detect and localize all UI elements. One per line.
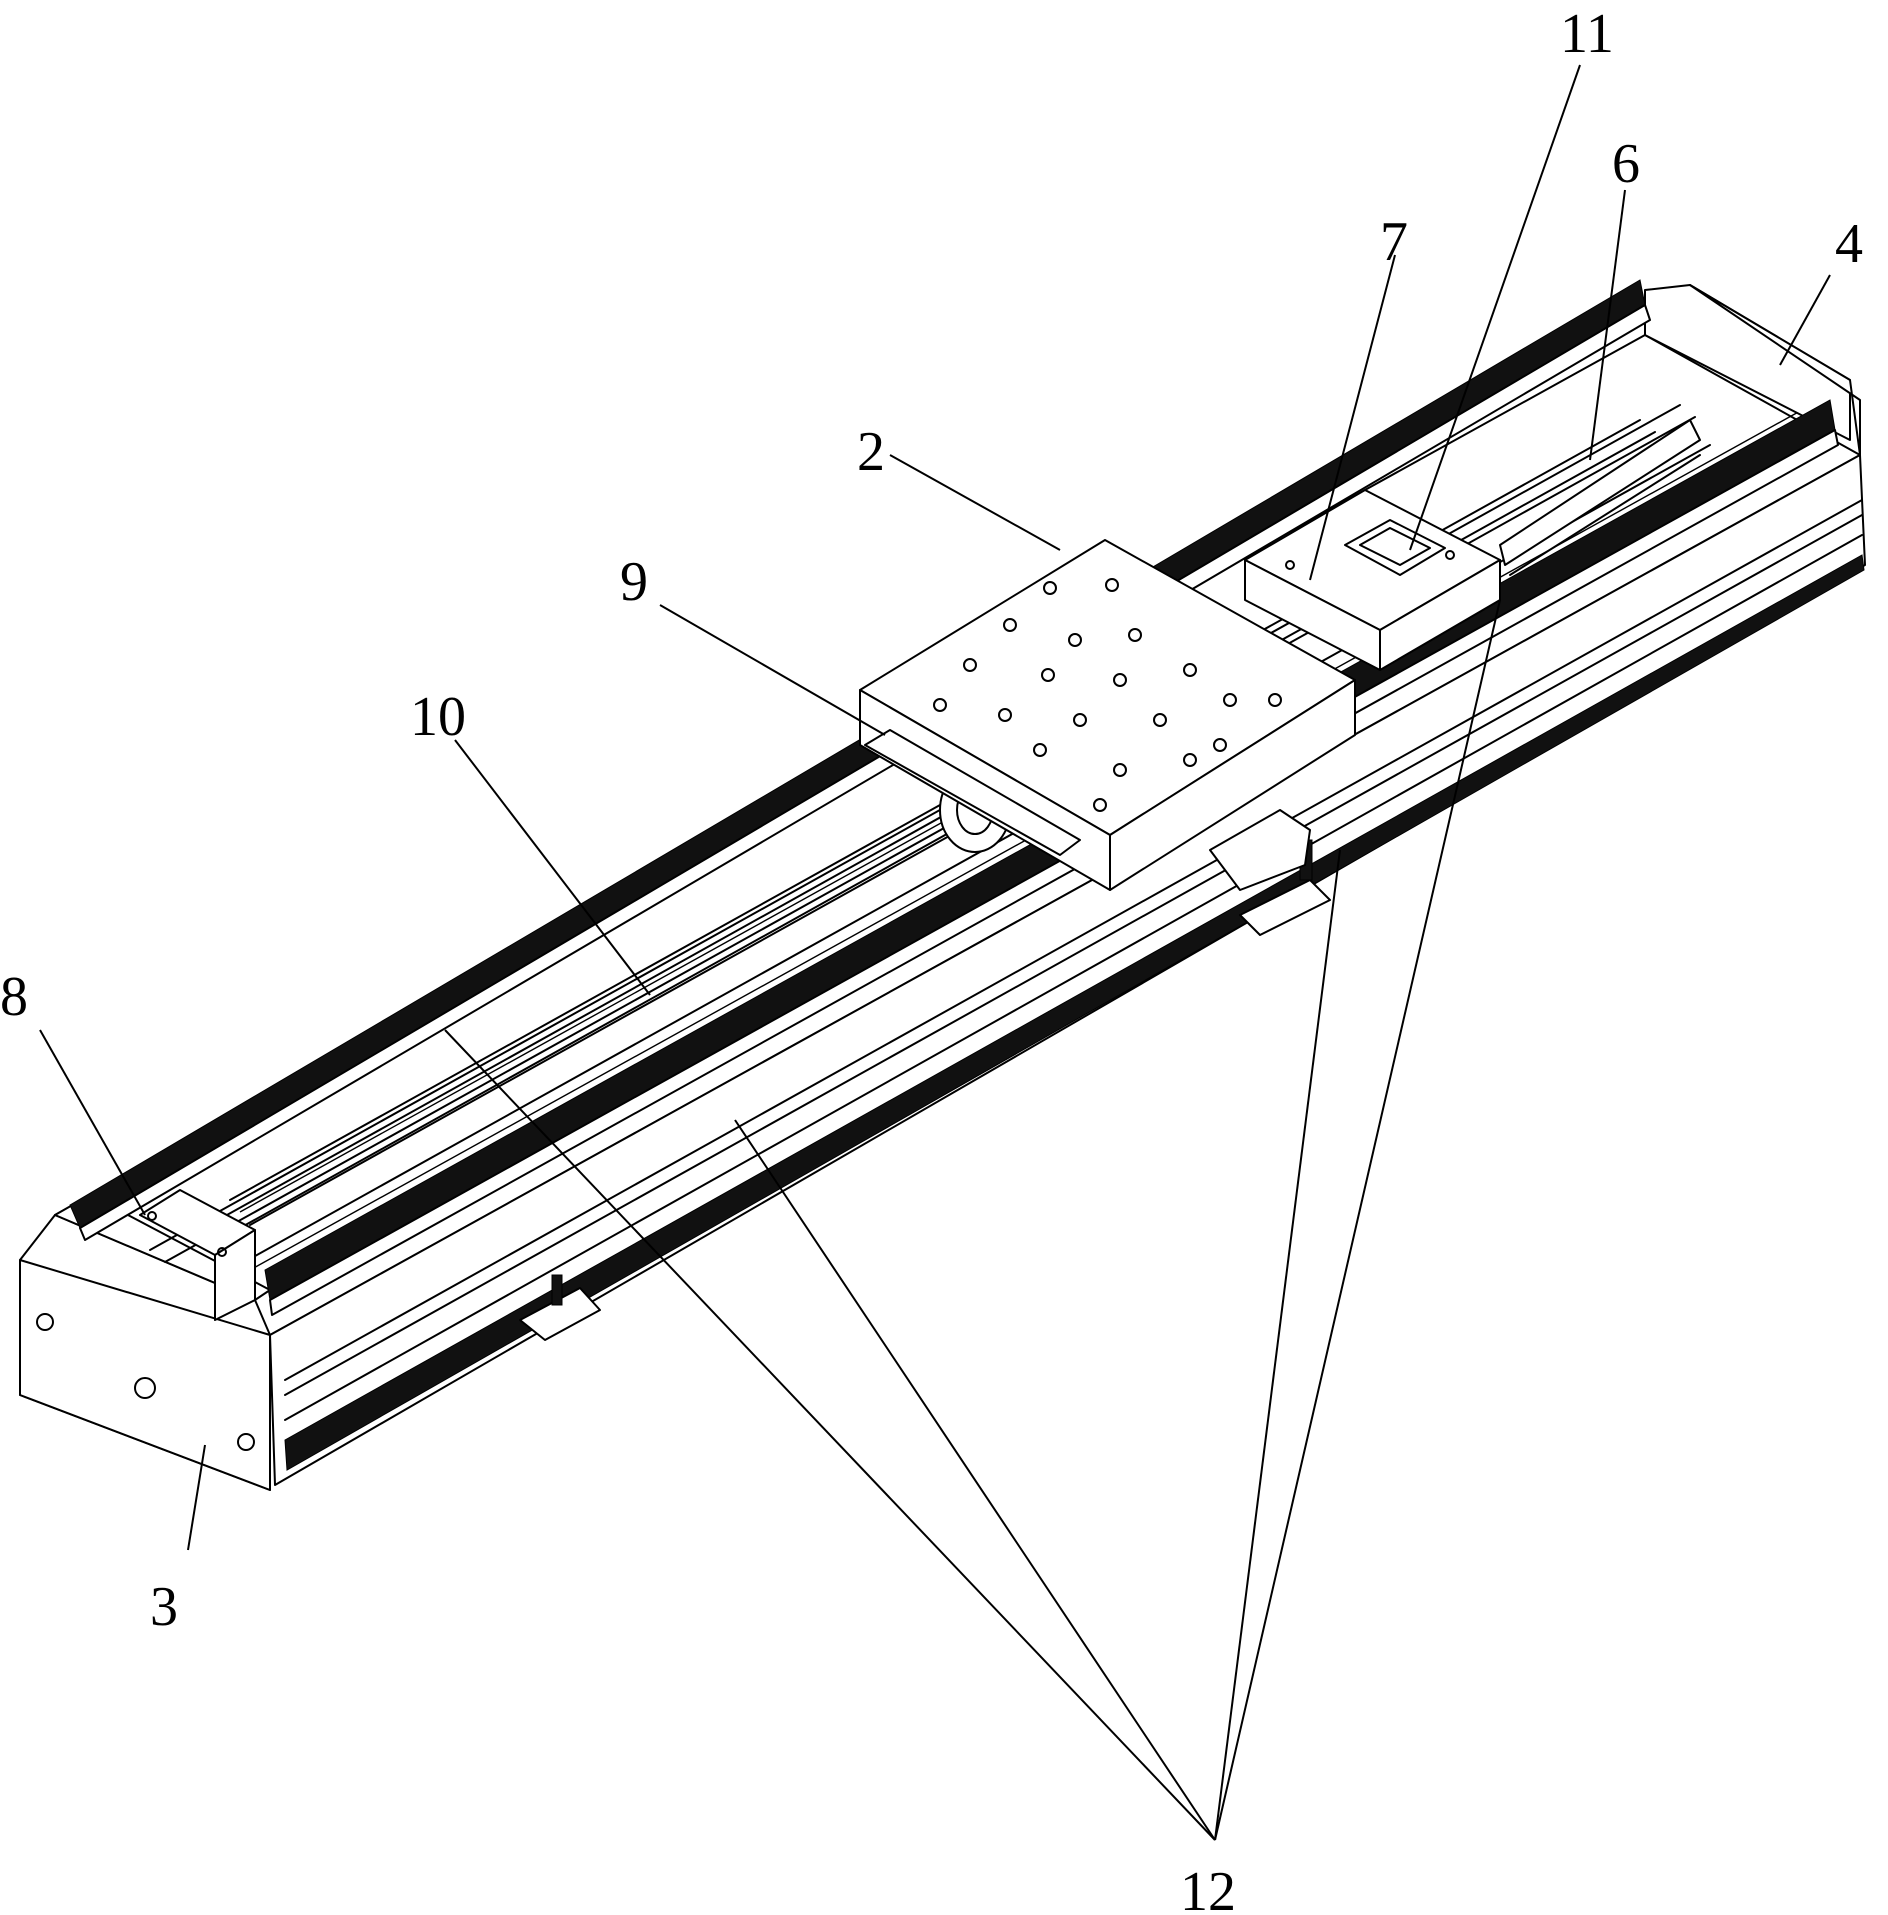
- label-3: 3: [150, 1576, 178, 1638]
- label-6: 6: [1612, 133, 1640, 195]
- label-2: 2: [857, 421, 885, 483]
- label-12: 12: [1180, 1861, 1236, 1910]
- label-9: 9: [620, 551, 648, 613]
- label-8: 8: [0, 966, 28, 1028]
- label-10: 10: [410, 686, 466, 748]
- label-4: 4: [1835, 213, 1863, 275]
- label-7: 7: [1380, 211, 1408, 273]
- dust-brush-front: [265, 400, 1838, 1315]
- label-11: 11: [1560, 3, 1614, 65]
